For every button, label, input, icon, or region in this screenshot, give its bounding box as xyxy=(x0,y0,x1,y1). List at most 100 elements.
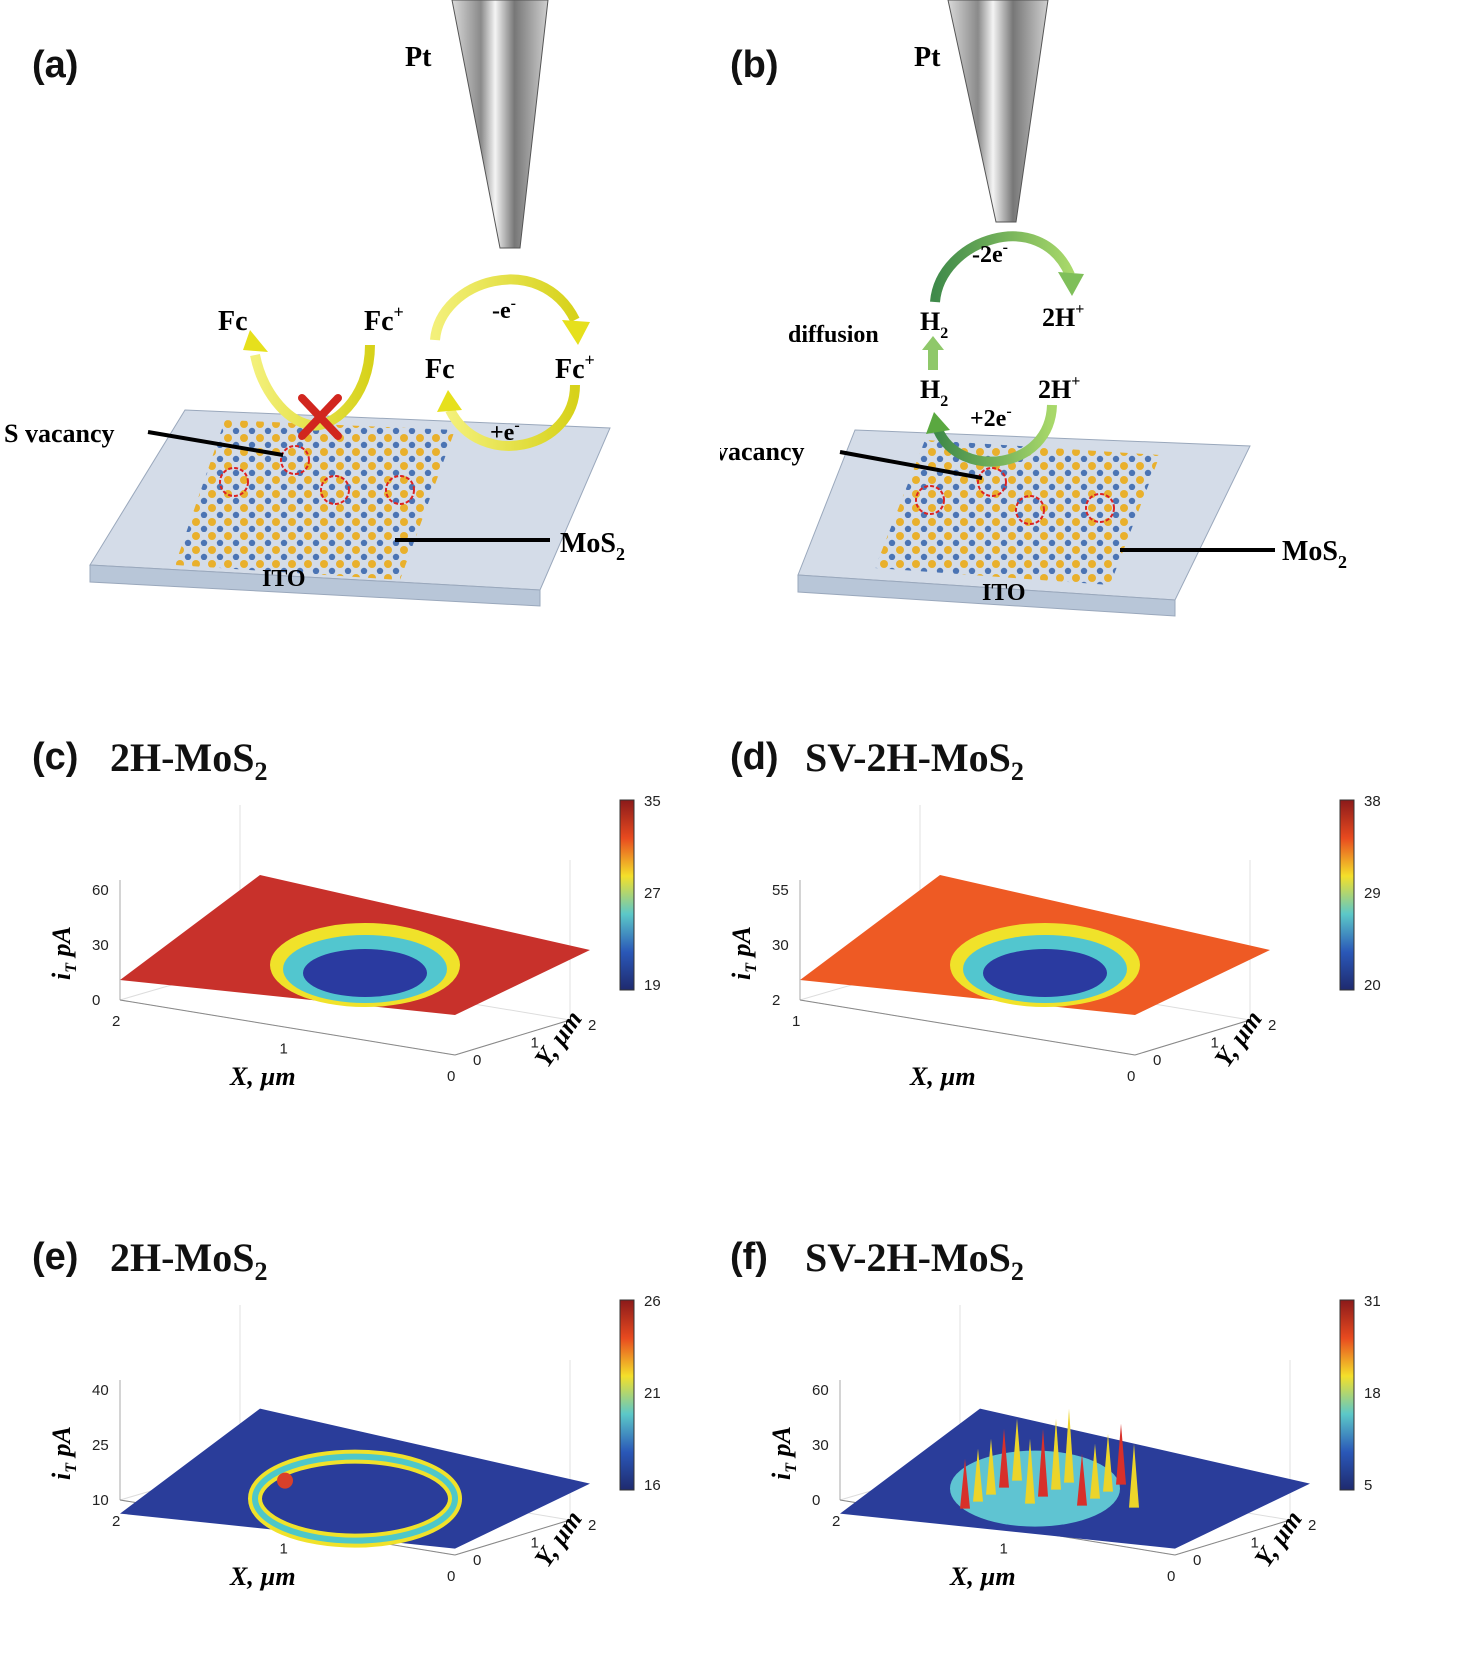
plot-c-title: 2H-MoS2 xyxy=(110,735,268,786)
plot-f-title: SV-2H-MoS2 xyxy=(805,1235,1024,1286)
e-top: -2e- xyxy=(972,239,1008,268)
vacancy-ring xyxy=(977,467,1007,497)
y-tick: 0 xyxy=(473,1052,481,1069)
colorbar-tick: 35 xyxy=(644,793,661,810)
z-tick: 30 xyxy=(772,937,789,954)
colorbar xyxy=(1339,799,1355,991)
spike xyxy=(973,1448,983,1502)
vacancy-ring xyxy=(385,475,415,505)
z-tick: 2 xyxy=(772,992,780,1009)
x-tick: 2 xyxy=(112,1013,120,1030)
vacancy-ring xyxy=(1085,493,1115,523)
plot-d-label: (d) xyxy=(730,736,779,778)
vacancy-ring xyxy=(915,485,945,515)
colorbar-tick: 29 xyxy=(1364,885,1381,902)
y-axis xyxy=(1134,1019,1251,1056)
cycle-bottom-arrow xyxy=(445,384,580,451)
x-tick: 2 xyxy=(112,1513,120,1530)
diffusion-arrow xyxy=(928,348,938,370)
x-tick: 1 xyxy=(280,1541,288,1558)
z-tick: 0 xyxy=(92,992,100,1009)
z-axis-label: iT pA xyxy=(47,926,80,980)
pit-bottom xyxy=(303,949,427,997)
spike xyxy=(1103,1433,1113,1492)
y-axis xyxy=(1174,1519,1291,1556)
y-tick: 1 xyxy=(1211,1035,1219,1052)
z-tick: 25 xyxy=(92,1437,109,1454)
x-axis-label: X, µm xyxy=(229,1562,296,1591)
y-axis xyxy=(454,1019,571,1056)
fc-left: Fc xyxy=(218,306,248,337)
spike xyxy=(1064,1408,1074,1483)
y-tick: 1 xyxy=(1251,1535,1259,1552)
pit-bottom xyxy=(983,949,1107,997)
ito-label: ITO xyxy=(982,580,1026,606)
spike xyxy=(986,1438,996,1495)
spike xyxy=(960,1458,970,1509)
e-bottom: +2e- xyxy=(970,403,1012,432)
h2-bottom: H2 xyxy=(920,375,948,410)
z-axis-label: iT pA xyxy=(727,926,760,980)
x-tick: 0 xyxy=(447,1568,455,1585)
plot-e-title: 2H-MoS2 xyxy=(110,1235,268,1286)
panel-b-label: (b) xyxy=(730,44,779,86)
x-axis xyxy=(799,999,1136,1056)
ito-label: ITO xyxy=(262,566,306,592)
fcp-left: Fc+ xyxy=(364,302,404,337)
y-tick: 0 xyxy=(473,1552,481,1569)
z-tick: 0 xyxy=(812,1492,820,1509)
z-tick: 60 xyxy=(92,882,109,899)
plot-d-title: SV-2H-MoS2 xyxy=(805,735,1024,786)
fcp-right: Fc+ xyxy=(555,350,595,385)
y-tick: 2 xyxy=(588,1517,596,1534)
spike xyxy=(1116,1423,1126,1485)
ito-slab-side xyxy=(797,574,1176,617)
spike xyxy=(1129,1443,1139,1508)
oxidation-arrow xyxy=(930,231,1075,303)
cycle-top-arrow xyxy=(430,274,580,341)
panel-a: (a) Pt Fc Fc xyxy=(0,0,720,660)
ring-peak xyxy=(277,1472,293,1489)
vacancy-ring xyxy=(1015,495,1045,525)
colorbar-tick: 21 xyxy=(644,1385,661,1402)
x-axis-label: X, µm xyxy=(909,1062,976,1091)
e-bottom: +e- xyxy=(490,417,520,446)
reduction-arrow xyxy=(933,404,1057,467)
ito-slab-side xyxy=(89,564,541,607)
mos2-lattice xyxy=(175,420,455,580)
s-vacancy-label: S vacancy xyxy=(4,419,115,448)
z-tick: 40 xyxy=(92,1382,109,1399)
x-tick: 2 xyxy=(832,1513,840,1530)
y-tick: 2 xyxy=(1268,1017,1276,1034)
colorbar-tick: 19 xyxy=(644,977,661,994)
spike xyxy=(1038,1428,1048,1497)
panel-b-diagram: Pt -2e- H2 2H+ diffusion H2 2H+ +2e- S v… xyxy=(720,0,1347,617)
colorbar-tick: 20 xyxy=(1364,977,1381,994)
pt-tip xyxy=(451,0,549,249)
mos2-lattice xyxy=(875,440,1160,585)
x-tick: 0 xyxy=(1167,1568,1175,1585)
x-tick: 0 xyxy=(447,1068,455,1085)
colorbar xyxy=(619,799,635,991)
ring-inner xyxy=(252,1453,458,1544)
fc-right: Fc xyxy=(425,354,455,385)
spike xyxy=(1025,1438,1035,1504)
x-axis xyxy=(119,999,456,1056)
pt-tip xyxy=(947,0,1049,223)
z-axis-label: iT pA xyxy=(767,1426,800,1480)
vacancy-ring xyxy=(219,467,249,497)
tip-label: Pt xyxy=(914,42,941,73)
spike xyxy=(1090,1443,1100,1499)
blocked-cross-icon xyxy=(298,394,342,440)
h-plus-bottom: 2H+ xyxy=(1038,373,1080,404)
vacancy-ring xyxy=(280,445,310,475)
x-tick: 0 xyxy=(1127,1068,1135,1085)
colorbar-tick: 31 xyxy=(1364,1293,1381,1310)
plot-c-label: (c) xyxy=(32,736,79,778)
colorbar xyxy=(619,1299,635,1491)
x-tick: 1 xyxy=(792,1013,800,1030)
spike xyxy=(1012,1418,1022,1481)
x-tick: 1 xyxy=(1000,1541,1008,1558)
